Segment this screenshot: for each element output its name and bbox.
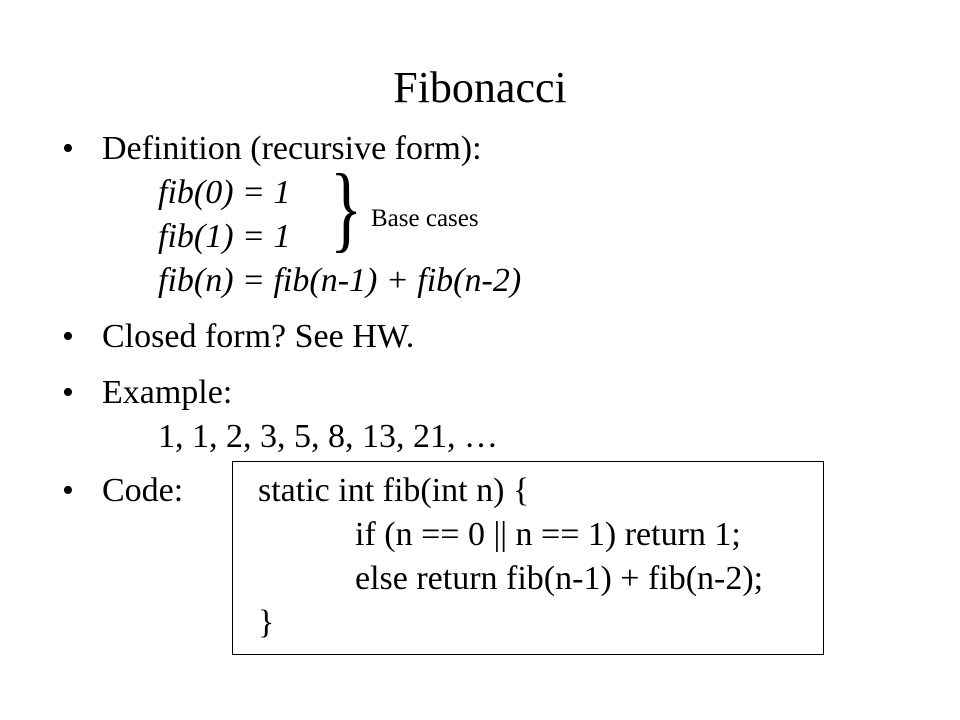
code-line: else return fib(n-1) + fib(n-2); [355,560,764,597]
definition-line: fib(n) = fib(n-1) + fib(n-2) [158,262,522,299]
closed-form-text: Closed form? See HW. [102,318,415,355]
bullet-dot: • [62,318,74,355]
slide-title: Fibonacci [393,63,567,112]
code-line: } [258,604,275,641]
definition-line: fib(0) = 1 [158,174,291,211]
code-heading: Code: [102,472,184,509]
code-box [232,461,824,655]
example-sequence: 1, 1, 2, 3, 5, 8, 13, 21, … [158,418,498,455]
right-brace-icon: } [330,154,363,261]
bullet-dot: • [62,130,74,167]
definition-heading: Definition (recursive form): [102,130,482,167]
code-line: static int fib(int n) { [258,472,530,509]
definition-line: fib(1) = 1 [158,218,291,255]
bullet-dot: • [62,472,74,509]
base-cases-label: Base cases [371,205,479,232]
code-line: if (n == 0 || n == 1) return 1; [355,516,741,553]
bullet-dot: • [62,374,74,411]
example-heading: Example: [102,374,233,411]
